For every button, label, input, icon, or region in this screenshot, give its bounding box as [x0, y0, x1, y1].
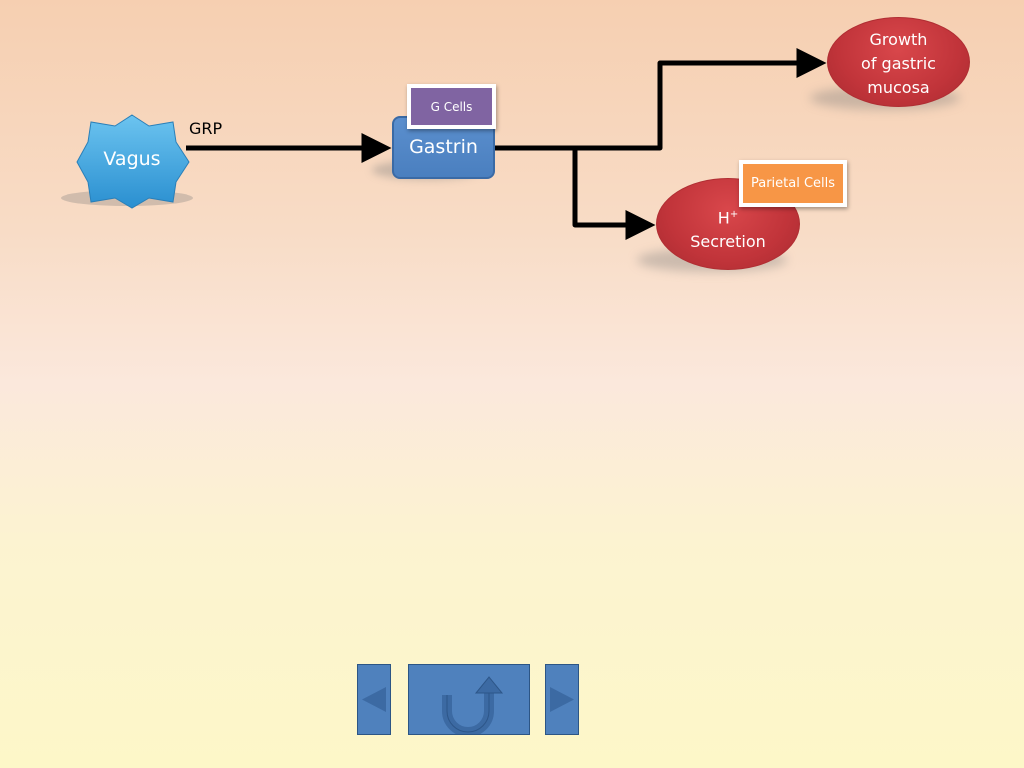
- hplus-label-line2: Secretion: [690, 232, 766, 252]
- previous-button[interactable]: [357, 664, 391, 735]
- parietal-cells-label: Parietal Cells: [743, 164, 843, 203]
- growth-label-line2: of gastric: [861, 54, 936, 73]
- next-button[interactable]: [545, 664, 579, 735]
- growth-label: Growth of gastric mucosa: [827, 28, 970, 100]
- g-cells-tag[interactable]: G Cells: [407, 84, 496, 129]
- vagus-star-shape[interactable]: [55, 112, 195, 212]
- triangle-left-icon: [362, 687, 386, 712]
- arrow-gastrin-to-hplus: [572, 148, 656, 240]
- parietal-cells-tag[interactable]: Parietal Cells: [739, 160, 847, 207]
- hplus-label-line1: H+: [656, 203, 800, 230]
- grp-edge-label: GRP: [189, 119, 223, 138]
- growth-label-line1: Growth: [869, 30, 928, 49]
- gastrin-label: Gastrin: [409, 136, 478, 158]
- growth-label-line3: mucosa: [867, 78, 930, 97]
- triangle-right-icon: [550, 687, 574, 712]
- growth-gastric-mucosa-node[interactable]: [827, 17, 970, 107]
- vagus-label: Vagus: [103, 148, 161, 170]
- hplus-label: H+ Secretion: [656, 203, 800, 254]
- arrow-gastrin-to-growth: [495, 48, 827, 151]
- g-cells-label: G Cells: [411, 88, 492, 125]
- hplus-base: H: [717, 208, 730, 228]
- u-turn-arrow-icon: [442, 676, 504, 737]
- hplus-superscript: +: [729, 209, 739, 220]
- return-button[interactable]: [408, 664, 530, 737]
